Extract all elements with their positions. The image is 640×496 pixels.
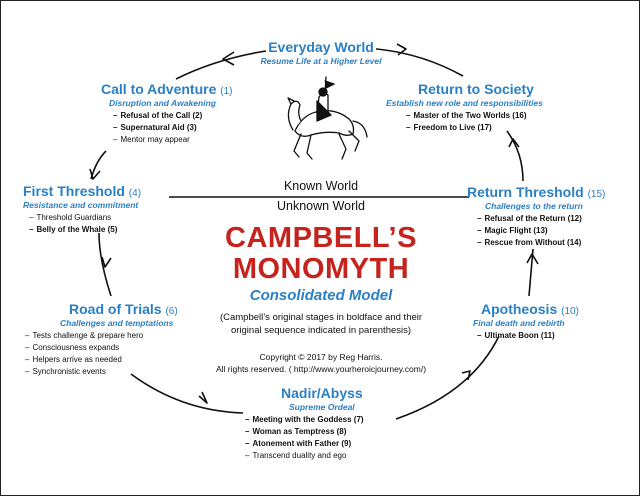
stage-apotheosis: Apotheosis (10) Final death and rebirth …	[473, 301, 579, 342]
stage-subtitle: Establish new role and responsibilities	[386, 98, 543, 108]
arc-society-to-world	[375, 48, 464, 77]
arrowhead-world	[396, 43, 407, 56]
known-world-label: Known World	[283, 179, 359, 193]
stage-everyday-world: Everyday World Resume Life at a Higher L…	[231, 39, 411, 66]
list-item: –Ultimate Boon (11)	[477, 331, 555, 340]
list-item: –Consciousness expands	[25, 343, 120, 352]
list-item: –Synchronistic events	[25, 367, 106, 376]
stage-number: (4)	[128, 188, 142, 199]
arrowhead-society	[508, 138, 520, 148]
unknown-world-label: Unknown World	[276, 199, 365, 213]
stage-subtitle: Final death and rebirth	[473, 318, 565, 328]
stage-nadir-abyss: Nadir/Abyss Supreme Ordeal –Meeting with…	[245, 385, 364, 462]
list-item: –Threshold Guardians	[29, 213, 112, 222]
list-item: –Atonement with Father (9)	[245, 439, 352, 448]
title-line: MONOMYTH	[232, 253, 410, 285]
arc-adventure-to-threshold	[90, 150, 107, 180]
stage-call-to-adventure: Call to Adventure (1) Disruption and Awa…	[101, 81, 233, 146]
stage-subtitle: Resume Life at a Higher Level	[260, 56, 382, 66]
knight-illustration	[287, 76, 368, 160]
arc-nadir-to-apotheosis	[395, 335, 500, 420]
stage-subtitle: Supreme Ordeal	[289, 402, 355, 412]
arrowhead-return-threshold	[526, 253, 539, 265]
arc-world-to-adventure	[175, 50, 267, 80]
list-item: –Belly of the Whale (5)	[29, 225, 118, 234]
arrowhead-threshold	[89, 168, 101, 180]
stage-title: Nadir/Abyss	[281, 385, 363, 401]
arrowhead-trials	[101, 256, 112, 268]
arc-apotheosis-to-return-threshold	[528, 248, 534, 297]
stage-number: (1)	[220, 86, 233, 97]
stage-number: (10)	[561, 306, 579, 317]
stage-title: Apotheosis	[481, 301, 558, 317]
list-item: –Helpers arrive as needed	[25, 355, 122, 364]
arc-threshold-to-trials	[98, 232, 112, 297]
list-item: –Freedom to Live (17)	[406, 123, 492, 132]
stage-number: (6)	[165, 306, 178, 317]
stage-subtitle: Resistance and commitment	[23, 200, 139, 210]
stage-item-list: –Tests challenge & prepare hero –Conscio…	[25, 330, 178, 378]
arc-return-threshold-to-society	[506, 130, 524, 182]
stage-title: Return Threshold	[467, 184, 584, 200]
stage-item-list: –Ultimate Boon (11)	[477, 330, 579, 342]
explanatory-note: (Campbell’s original stages in boldface …	[219, 312, 423, 336]
arrowhead-apotheosis	[461, 370, 471, 381]
stage-title: Call to Adventure	[101, 81, 217, 97]
list-item: –Tests challenge & prepare hero	[25, 331, 144, 340]
list-item: –Transcend duality and ego	[245, 451, 347, 460]
stage-subtitle: Challenges to the return	[485, 201, 583, 211]
arc-trials-to-nadir	[130, 373, 244, 414]
list-item: –Refusal of the Return (12)	[477, 214, 582, 223]
title-line: CAMPBELL’S	[225, 222, 417, 254]
list-item: –Rescue from Without (14)	[477, 238, 582, 247]
copyright-notice: Copyright © 2017 by Reg Harris. All righ…	[215, 352, 427, 374]
stage-item-list: –Threshold Guardians –Belly of the Whale…	[29, 212, 141, 236]
stage-item-list: –Meeting with the Goddess (7) –Woman as …	[245, 414, 364, 462]
stage-item-list: –Refusal of the Call (2) –Supernatural A…	[113, 110, 233, 146]
arrowhead-nadir	[198, 391, 208, 404]
stage-title: Road of Trials	[69, 301, 162, 317]
stage-first-threshold: First Threshold (4) Resistance and commi…	[23, 183, 141, 236]
stage-title: Return to Society	[418, 81, 534, 97]
stage-road-of-trials: Road of Trials (6) Challenges and tempta…	[25, 301, 178, 378]
page-subtitle: Consolidated Model	[249, 287, 393, 304]
stage-title: Everyday World	[268, 39, 374, 55]
arrowhead-adventure	[222, 51, 235, 66]
list-item: –Refusal of the Call (2)	[113, 111, 203, 120]
stage-number: (15)	[587, 189, 606, 200]
list-item: –Meeting with the Goddess (7)	[245, 415, 364, 424]
stage-subtitle: Disruption and Awakening	[109, 98, 216, 108]
stage-item-list: –Refusal of the Return (12) –Magic Fligh…	[477, 213, 605, 249]
stage-subtitle: Challenges and temptations	[60, 318, 174, 328]
list-item: –Mentor may appear	[113, 135, 190, 144]
stage-return-threshold: Return Threshold (15) Challenges to the …	[467, 184, 605, 249]
list-item: –Supernatural Aid (3)	[113, 123, 197, 132]
list-item: –Master of the Two Worlds (16)	[406, 111, 527, 120]
page-title: CAMPBELL’S MONOMYTH	[171, 223, 471, 285]
stage-return-to-society: Return to Society Establish new role and…	[386, 81, 543, 134]
stage-title: First Threshold	[23, 183, 125, 199]
stage-item-list: –Master of the Two Worlds (16) –Freedom …	[406, 110, 543, 134]
list-item: –Woman as Temptress (8)	[245, 427, 347, 436]
list-item: –Magic Flight (13)	[477, 226, 548, 235]
